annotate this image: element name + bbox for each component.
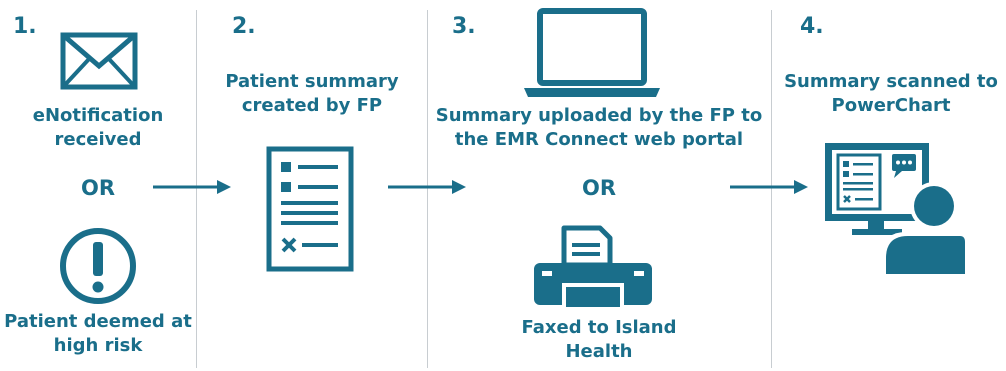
column-divider-1 [196, 10, 197, 368]
step-1-label-a-line-2: received [54, 129, 142, 150]
step-2-label: Patient summary created by FP [200, 70, 424, 118]
step-1-label-b-line-1: Patient deemed at [4, 311, 192, 332]
step-4-label: Summary scanned to PowerChart [778, 70, 1004, 118]
step-2-number: 2. [232, 14, 256, 39]
step-2-label-line-2: created by FP [241, 95, 383, 116]
arrow-1-to-2 [153, 178, 233, 196]
step-1-label-a-line-1: eNotification [32, 105, 164, 126]
step-3-label-a: Summary uploaded by the FP to the EMR Co… [430, 104, 768, 152]
arrow-3-to-4 [730, 178, 810, 196]
step-4-number: 4. [800, 14, 824, 39]
column-divider-3 [771, 10, 772, 368]
step-3-number: 3. [452, 14, 476, 39]
fax-machine-icon [530, 225, 656, 309]
step-1-label-b-line-2: high risk [53, 335, 143, 356]
step-1-label-a: eNotification received [2, 104, 194, 152]
step-4-label-line-1: Summary scanned to [784, 71, 998, 92]
step-4-label-line-2: PowerChart [831, 95, 951, 116]
monitor-user-icon [822, 140, 970, 276]
laptop-icon [522, 8, 662, 100]
step-3-label-a-line-2: the EMR Connect web portal [454, 129, 744, 150]
exclamation-circle-icon [58, 226, 138, 306]
arrow-2-to-3 [388, 178, 468, 196]
envelope-icon [60, 32, 138, 90]
column-divider-2 [427, 10, 428, 368]
step-3-label-b-line-2: Health [565, 341, 633, 362]
step-3-or: OR [581, 176, 617, 200]
document-icon [266, 146, 354, 272]
step-1-or: OR [80, 176, 116, 200]
step-3-label-b-line-1: Faxed to Island [521, 317, 677, 338]
step-1-label-b: Patient deemed at high risk [2, 310, 194, 358]
step-3-label-a-line-1: Summary uploaded by the FP to [435, 105, 763, 126]
step-3-label-b: Faxed to Island Health [430, 316, 768, 364]
step-1-number: 1. [13, 14, 37, 39]
step-2-label-line-1: Patient summary [225, 71, 399, 92]
